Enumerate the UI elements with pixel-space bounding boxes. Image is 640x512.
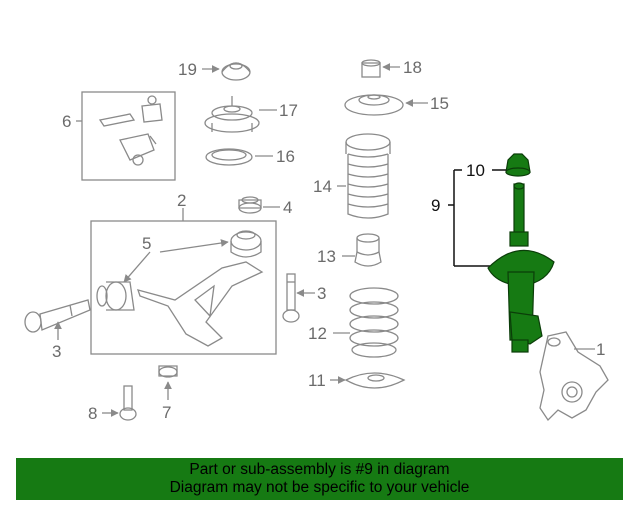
callout-8: 8: [88, 404, 97, 423]
callout-2: 2: [177, 191, 186, 210]
part-8-bolt[interactable]: [119, 385, 137, 421]
callout-1: 1: [596, 340, 605, 359]
part-15-spring-seat[interactable]: [344, 94, 404, 116]
part-9-strut-assembly[interactable]: [487, 182, 555, 353]
callout-3b: 3: [317, 284, 326, 303]
leader-5a: [159, 239, 229, 253]
callout-10: 10: [466, 161, 485, 180]
callout-6: 6: [62, 112, 71, 131]
part-17-strut-mount[interactable]: [204, 96, 260, 133]
part-2-control-arm[interactable]: [96, 230, 264, 347]
bracket-9: [448, 169, 490, 267]
part-1-steering-knuckle[interactable]: [539, 331, 609, 422]
part-11-insulator[interactable]: [344, 372, 406, 389]
callout-13: 13: [317, 247, 336, 266]
part-4-nut[interactable]: [238, 196, 262, 214]
callout-15: 15: [430, 94, 449, 113]
part-3-bolt-left[interactable]: [24, 299, 91, 333]
callout-4: 4: [283, 198, 292, 217]
part-18-cap[interactable]: [361, 59, 381, 78]
banner-line-2: Diagram may not be specific to your vehi…: [169, 479, 470, 496]
callout-19: 19: [178, 60, 197, 79]
part-14-dust-boot[interactable]: [345, 133, 391, 219]
callout-12: 12: [308, 324, 327, 343]
callout-3a: 3: [52, 342, 61, 361]
part-19-cap[interactable]: [221, 62, 251, 81]
part-16-bearing[interactable]: [205, 148, 253, 166]
info-banner: Part or sub-assembly is #9 in diagram Di…: [16, 458, 623, 500]
part-13-bump-stop[interactable]: [354, 233, 382, 267]
leader-5b: [123, 251, 151, 283]
callout-7: 7: [162, 403, 171, 422]
part-6-box: [81, 91, 176, 181]
callout-9: 9: [431, 196, 440, 215]
callout-17: 17: [279, 101, 298, 120]
part-10-cap[interactable]: [505, 153, 531, 177]
callout-14: 14: [313, 177, 332, 196]
banner-line-1: Part or sub-assembly is #9 in diagram: [189, 461, 450, 478]
callout-16: 16: [276, 147, 295, 166]
callout-5: 5: [142, 234, 151, 253]
part-2-box: [90, 220, 277, 355]
part-12-coil-spring[interactable]: [349, 287, 399, 358]
callout-11: 11: [308, 371, 326, 390]
part-3-bolt-right[interactable]: [282, 273, 300, 323]
part-6-ball-joint[interactable]: [98, 95, 163, 166]
callout-18: 18: [403, 58, 422, 77]
part-7-nut[interactable]: [158, 365, 178, 378]
